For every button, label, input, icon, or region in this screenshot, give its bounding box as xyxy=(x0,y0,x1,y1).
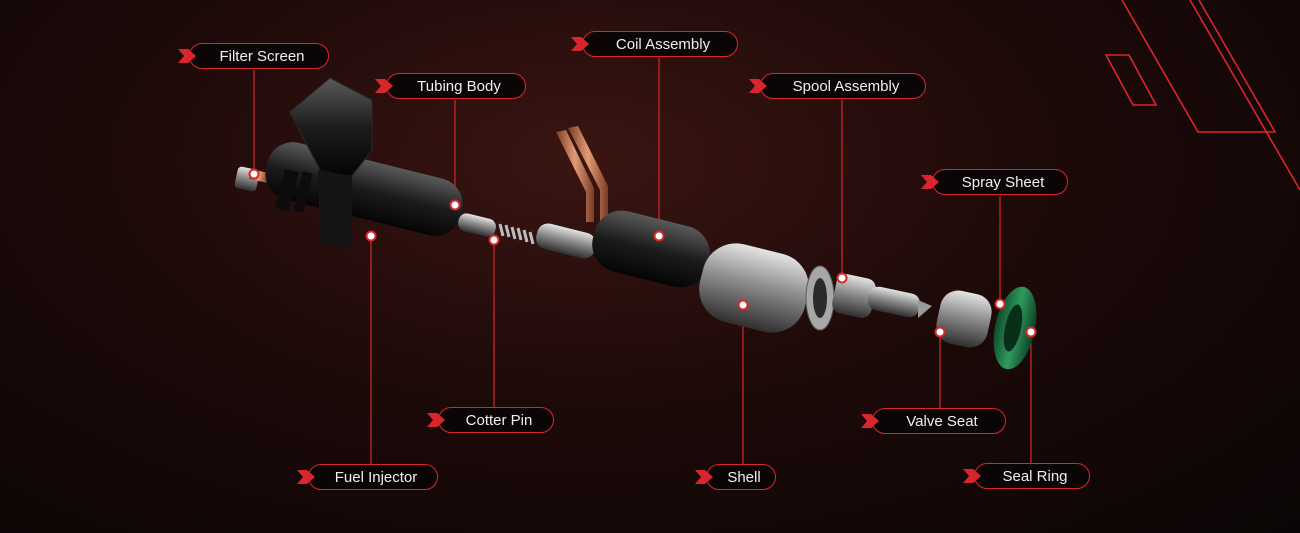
label-text: Seal Ring xyxy=(1002,467,1068,485)
red-arrow-icon xyxy=(695,470,713,484)
label-text: Shell xyxy=(727,468,761,486)
red-arrow-icon xyxy=(861,414,879,428)
red-arrow-icon xyxy=(749,79,767,93)
label-text: Valve Seat xyxy=(906,412,978,430)
label-filter-screen: Filter Screen xyxy=(178,43,329,69)
fuel-injector-part xyxy=(265,77,463,250)
red-arrow-icon xyxy=(963,469,981,483)
label-text: Cotter Pin xyxy=(465,411,533,429)
label-text: Spool Assembly xyxy=(792,77,900,95)
label-text: Spray Sheet xyxy=(961,173,1045,191)
red-arrow-icon xyxy=(427,413,445,427)
label-text: Tubing Body xyxy=(417,77,501,95)
valve-seat-part xyxy=(936,290,992,348)
label-shell: Shell xyxy=(695,464,776,490)
label-seal-ring: Seal Ring xyxy=(963,463,1090,489)
red-arrow-icon xyxy=(921,175,939,189)
injector-parts xyxy=(234,77,1037,370)
coil-assembly-part xyxy=(556,126,710,288)
red-arrow-icon xyxy=(178,49,196,63)
label-tubing-body: Tubing Body xyxy=(375,73,526,99)
label-text: Fuel Injector xyxy=(334,468,418,486)
decorative-red-lines xyxy=(1104,0,1300,191)
red-arrow-icon xyxy=(571,37,589,51)
leader-lines xyxy=(253,58,1032,464)
label-fuel-injector: Fuel Injector xyxy=(297,464,438,490)
label-spool-assembly: Spool Assembly xyxy=(749,73,926,99)
red-arrow-icon xyxy=(375,79,393,93)
cotter-pin-part xyxy=(458,213,596,259)
label-text: Filter Screen xyxy=(219,47,305,65)
label-cotter-pin: Cotter Pin xyxy=(427,407,554,433)
label-coil-assembly: Coil Assembly xyxy=(571,31,738,57)
spool-assembly-part xyxy=(832,274,932,318)
label-text: Coil Assembly xyxy=(615,35,711,53)
label-valve-seat: Valve Seat xyxy=(861,408,1006,434)
seal-ring-part xyxy=(993,286,1037,370)
shell-part xyxy=(699,243,835,333)
red-arrow-icon xyxy=(297,470,315,484)
label-spray-sheet: Spray Sheet xyxy=(921,169,1068,195)
anchor-dots xyxy=(248,168,1037,338)
